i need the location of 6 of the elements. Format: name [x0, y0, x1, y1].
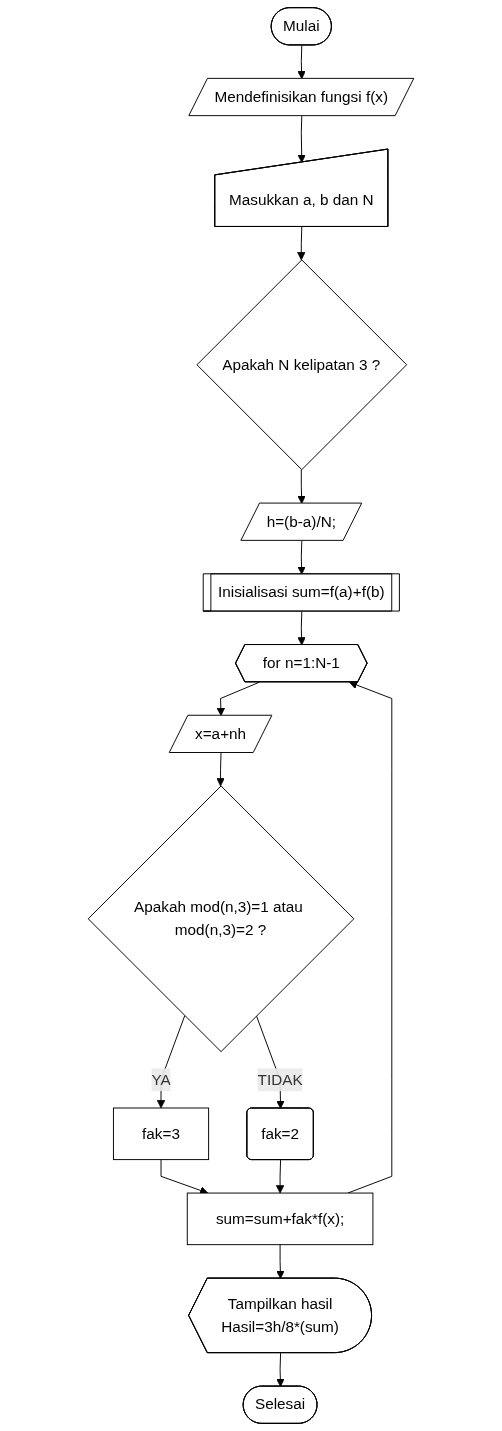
node-diamond: Apakah N kelipatan 3 ?: [196, 259, 408, 471]
edge-label: YA: [151, 1071, 171, 1088]
node-box: fak=3: [112, 1107, 210, 1161]
node-box: sum=sum+fak*f(x);: [186, 1192, 374, 1246]
node-diamond: Apakah mod(n,3)=1 atau mod(n,3)=2 ?: [87, 785, 355, 1053]
edge-label: TIDAK: [257, 1071, 303, 1088]
